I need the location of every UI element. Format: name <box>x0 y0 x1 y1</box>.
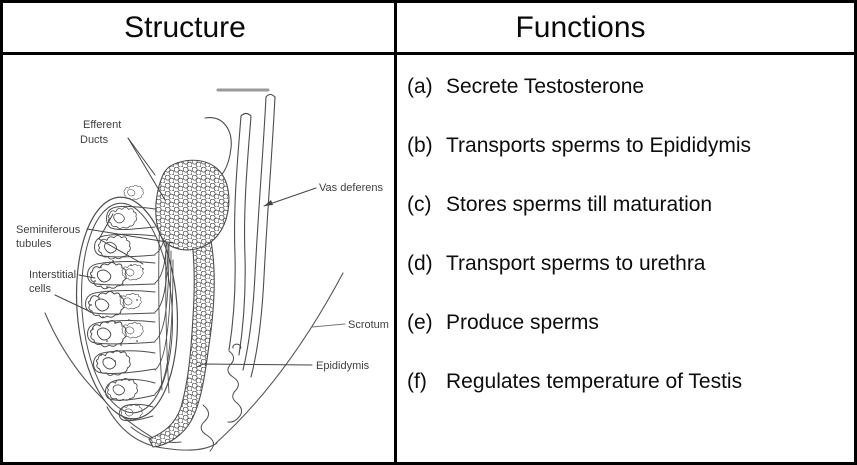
function-item-c-label: (c) <box>407 193 432 216</box>
function-item-a-label: (a) <box>407 75 433 98</box>
functions-list: (a) Secrete Testosterone (b) Transports … <box>407 75 846 394</box>
function-item-f: (f) Regulates temperature of Testis <box>407 370 846 394</box>
function-item-e: (e) Produce sperms <box>407 311 846 335</box>
header-functions: Functions <box>397 3 854 55</box>
testis-body <box>75 184 179 422</box>
function-item-b-text: Transports sperms to Epididymis <box>446 134 751 157</box>
function-item-f-label: (f) <box>407 370 427 393</box>
vas-deferens-tubes <box>204 88 276 378</box>
label-scrotum: Scrotum <box>348 319 389 331</box>
efferent-ducts-mass <box>155 159 230 251</box>
function-item-a: (a) Secrete Testosterone <box>407 75 846 99</box>
functions-cell: (a) Secrete Testosterone (b) Transports … <box>397 55 854 462</box>
function-item-d: (d) Transport sperms to urethra <box>407 252 846 276</box>
interstitial-cell-dots <box>90 260 144 362</box>
function-item-d-text: Transport sperms to urethra <box>446 252 706 275</box>
function-item-e-label: (e) <box>407 311 433 334</box>
function-item-c: (c) Stores sperms till maturation <box>407 193 846 217</box>
function-item-b-label: (b) <box>407 134 433 157</box>
function-item-a-text: Secrete Testosterone <box>446 75 645 98</box>
header-structure-label: Structure <box>124 10 246 44</box>
testis-diagram: Efferent Ducts Vas deferens Seminiferous… <box>16 88 389 452</box>
label-interstitial-cells: Interstitial cells <box>29 269 79 295</box>
header-structure: Structure <box>3 3 397 55</box>
label-vas-deferens: Vas deferens <box>319 182 384 194</box>
function-item-d-label: (d) <box>407 252 433 275</box>
epididymis-band <box>148 230 215 448</box>
header-functions-label: Functions <box>515 10 646 44</box>
label-seminiferous-tubules: Seminiferous tubules <box>16 224 83 250</box>
function-item-f-text: Regulates temperature of Testis <box>446 370 743 393</box>
function-item-e-text: Produce sperms <box>446 311 599 334</box>
leader-lines <box>54 137 346 368</box>
function-item-c-text: Stores sperms till maturation <box>446 193 713 216</box>
label-epididymis: Epididymis <box>316 360 370 372</box>
function-item-b: (b) Transports sperms to Epididymis <box>407 134 846 158</box>
label-efferent-ducts: Efferent Ducts <box>80 119 124 146</box>
structure-cell: Efferent Ducts Vas deferens Seminiferous… <box>3 55 397 462</box>
